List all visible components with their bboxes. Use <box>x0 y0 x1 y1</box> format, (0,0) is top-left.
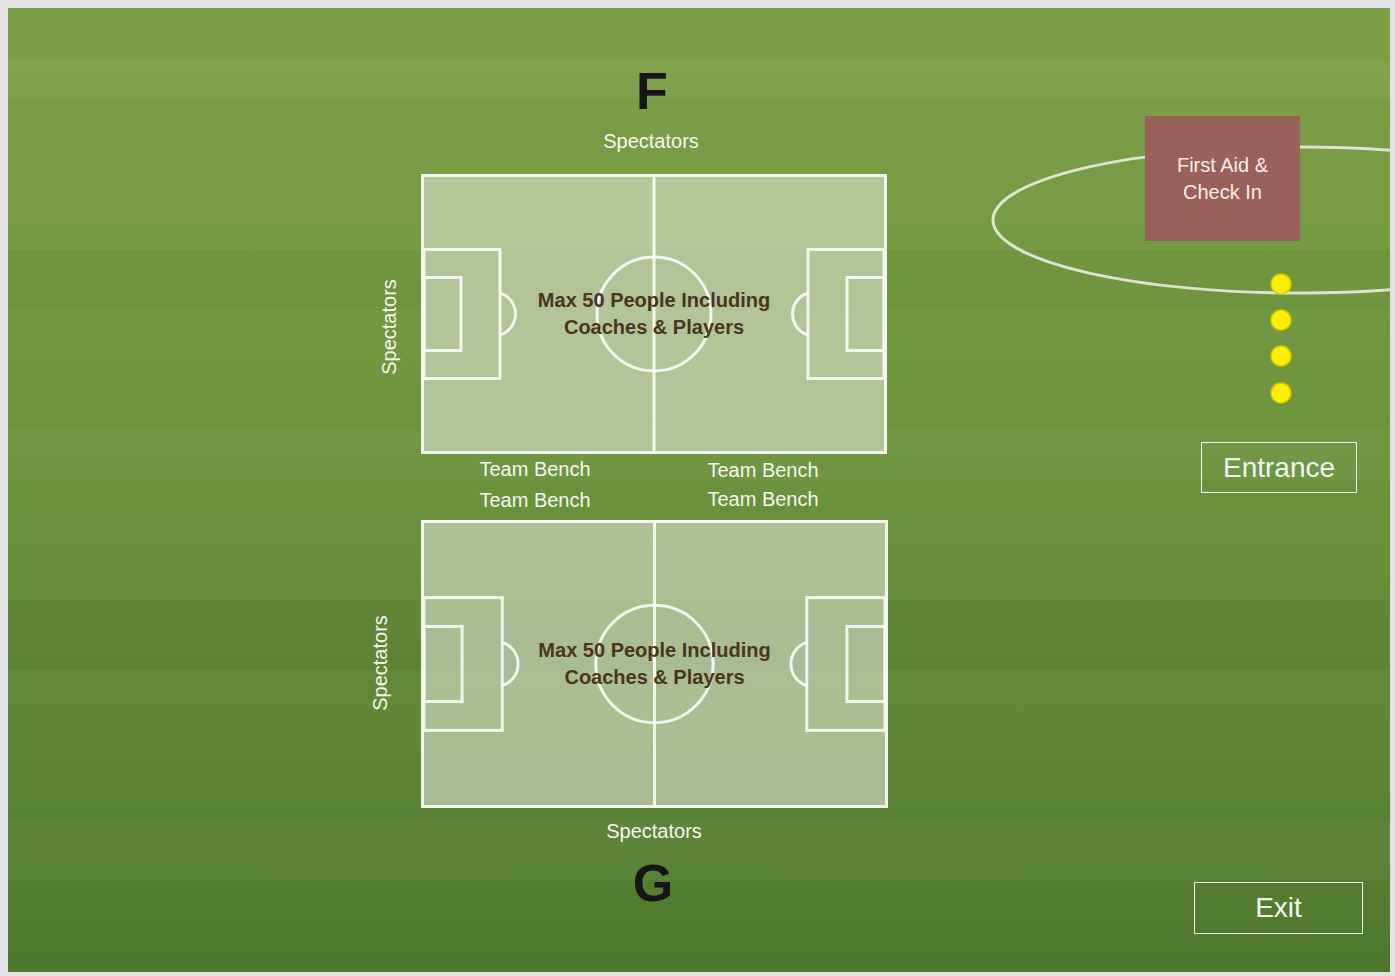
node-text: Max 50 People Including Coaches & Player… <box>505 637 805 691</box>
node-text: Max 50 People Including Coaches & Player… <box>504 287 804 341</box>
entrance-box: Entrance <box>1201 442 1357 493</box>
marker-dot <box>1271 274 1291 294</box>
penalty-arc <box>791 642 807 685</box>
pitch-markings <box>424 177 884 451</box>
goal-area <box>424 278 461 351</box>
bench-label: Team Bench <box>479 458 590 481</box>
penalty-arc <box>502 642 518 685</box>
goal-area <box>424 626 462 701</box>
pitch-area: Max 50 People Including Coaches & Player… <box>421 520 888 808</box>
halfway-line <box>653 177 656 451</box>
pitch-area: Max 50 People Including Coaches & Player… <box>421 174 887 454</box>
area-label: Spectators <box>369 615 392 711</box>
halfway-line <box>653 523 656 805</box>
grass-stripe <box>8 820 1390 880</box>
node-text: First Aid & Check In <box>1155 152 1290 206</box>
goal-area <box>847 626 885 701</box>
first-aid-box: First Aid & Check In <box>1145 116 1300 241</box>
marker-dot <box>1271 346 1291 366</box>
pitch-letter: G <box>633 854 673 914</box>
node-text: Entrance <box>1223 452 1335 484</box>
penalty-arc <box>500 293 515 335</box>
area-label: Spectators <box>378 279 401 375</box>
bench-label: Team Bench <box>707 459 818 482</box>
grass-stripe <box>8 60 1390 100</box>
penalty-arc <box>793 293 808 335</box>
pitch-letter: F <box>636 62 668 122</box>
exit-box: Exit <box>1194 882 1363 934</box>
bench-label: Team Bench <box>707 488 818 511</box>
marker-dot <box>1271 310 1291 330</box>
centre-circle <box>597 257 711 371</box>
penalty-box <box>808 250 884 379</box>
goal-area <box>847 278 884 351</box>
pitch-markings <box>424 523 885 805</box>
marker-dot <box>1271 383 1291 403</box>
penalty-box <box>807 598 885 731</box>
centre-circle <box>596 605 713 722</box>
area-label: Spectators <box>606 820 702 843</box>
bench-label: Team Bench <box>479 489 590 512</box>
penalty-box <box>424 250 500 379</box>
node-text: Exit <box>1255 892 1302 924</box>
penalty-box <box>424 598 502 731</box>
grass-field <box>8 8 1390 972</box>
area-label: Spectators <box>603 130 699 153</box>
